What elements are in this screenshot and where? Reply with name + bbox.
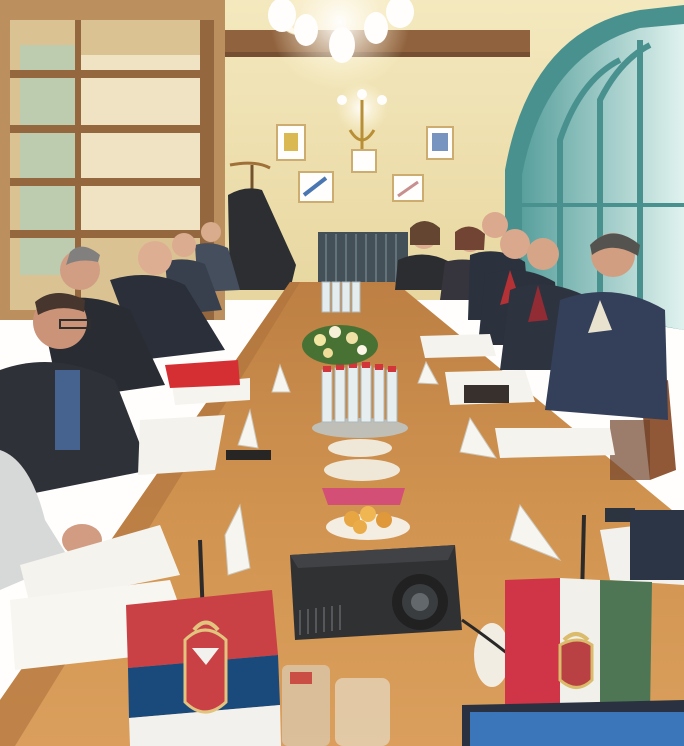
coat-rack xyxy=(228,161,296,290)
flower-arrangement xyxy=(302,325,378,365)
phone xyxy=(226,450,271,460)
chandelier-icon xyxy=(268,0,414,92)
left-wood-shelving xyxy=(0,0,225,320)
water-bottles xyxy=(312,281,408,438)
serbian-flag-icon xyxy=(126,539,281,746)
wall-sconce-icon xyxy=(336,82,388,150)
food-plates xyxy=(322,439,510,687)
delegation-right xyxy=(395,212,668,420)
delegation-left xyxy=(0,222,240,590)
hungarian-flag-icon xyxy=(505,514,652,721)
glass-jars xyxy=(282,665,390,746)
name-cards xyxy=(224,360,562,576)
laptop xyxy=(630,510,684,580)
wall-pictures xyxy=(276,124,454,203)
radiator xyxy=(318,232,408,284)
red-folder xyxy=(165,360,240,388)
phone xyxy=(605,508,635,522)
